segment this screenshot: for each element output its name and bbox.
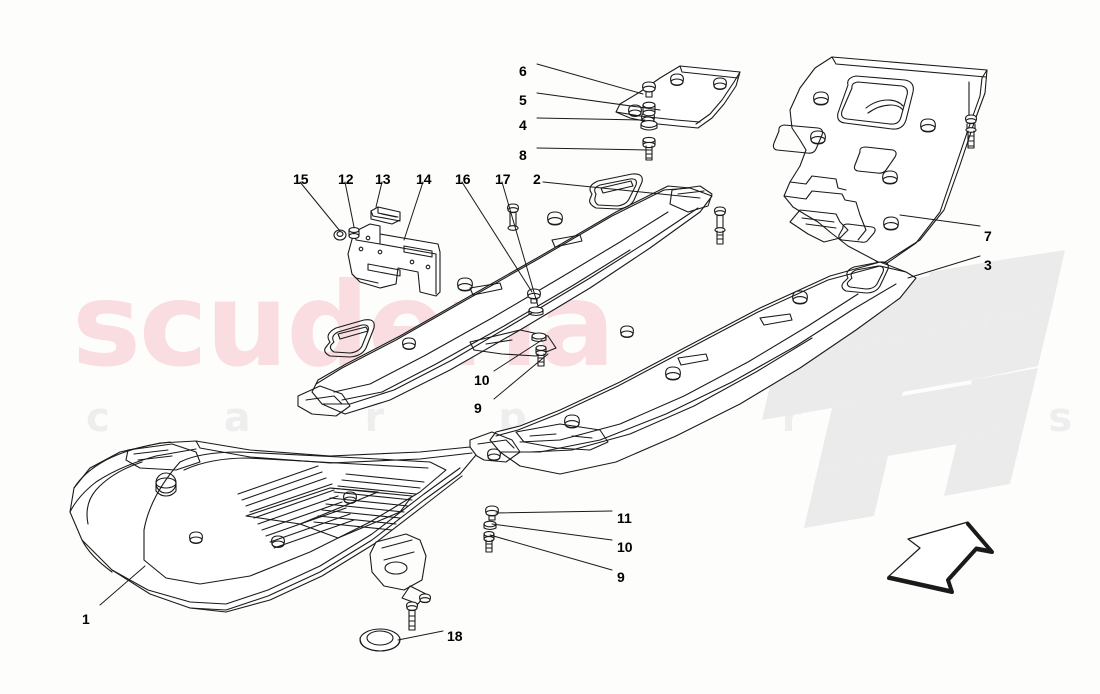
part-15-stud	[333, 229, 347, 241]
callout-3: 3	[984, 257, 992, 273]
standoff-group	[564, 290, 808, 429]
callout-10b: 10	[617, 539, 633, 555]
part-14-retaining-bracket	[347, 223, 441, 297]
standoff-group	[402, 211, 563, 462]
part-4-5-6-8-mounting-plate	[615, 65, 741, 129]
callout-14: 14	[416, 171, 432, 187]
callout-13: 13	[375, 171, 391, 187]
part-13-clip	[370, 206, 401, 225]
part-1-front-underbody-panel	[69, 440, 477, 613]
fastener-stack-right	[965, 81, 977, 149]
callout-9: 9	[474, 400, 482, 416]
callout-8: 8	[519, 147, 527, 163]
callout-11: 11	[617, 510, 632, 526]
callout-6: 6	[519, 63, 527, 79]
direction-of-travel-arrow	[887, 521, 994, 594]
part-18-grommet-plug	[359, 628, 401, 652]
fastener-stack-top	[640, 81, 658, 161]
checkered-flag-icon	[762, 250, 1065, 528]
standoff-group	[189, 491, 357, 549]
callout-10: 10	[474, 372, 490, 388]
callout-9b: 9	[617, 569, 625, 585]
callout-18: 18	[447, 628, 463, 644]
part-7-rear-underbody-panel	[772, 56, 988, 269]
callout-17: 17	[495, 171, 511, 187]
louvre-vent	[237, 465, 425, 549]
callout-1: 1	[82, 611, 90, 627]
fastener-stack-grommet	[406, 593, 431, 631]
callout-15: 15	[293, 171, 309, 187]
callout-4: 4	[519, 117, 527, 133]
callout-7: 7	[984, 228, 992, 244]
callout-2: 2	[533, 171, 541, 187]
callout-12: 12	[338, 171, 354, 187]
part-12-rivet	[348, 227, 360, 239]
callout-5: 5	[519, 92, 527, 108]
callout-16: 16	[455, 171, 471, 187]
leader-lines	[99, 63, 981, 641]
standoff-group	[810, 91, 936, 231]
part-2-left-center-underbody-panel	[297, 173, 713, 462]
fastener-stack-panel7-left	[714, 206, 726, 245]
